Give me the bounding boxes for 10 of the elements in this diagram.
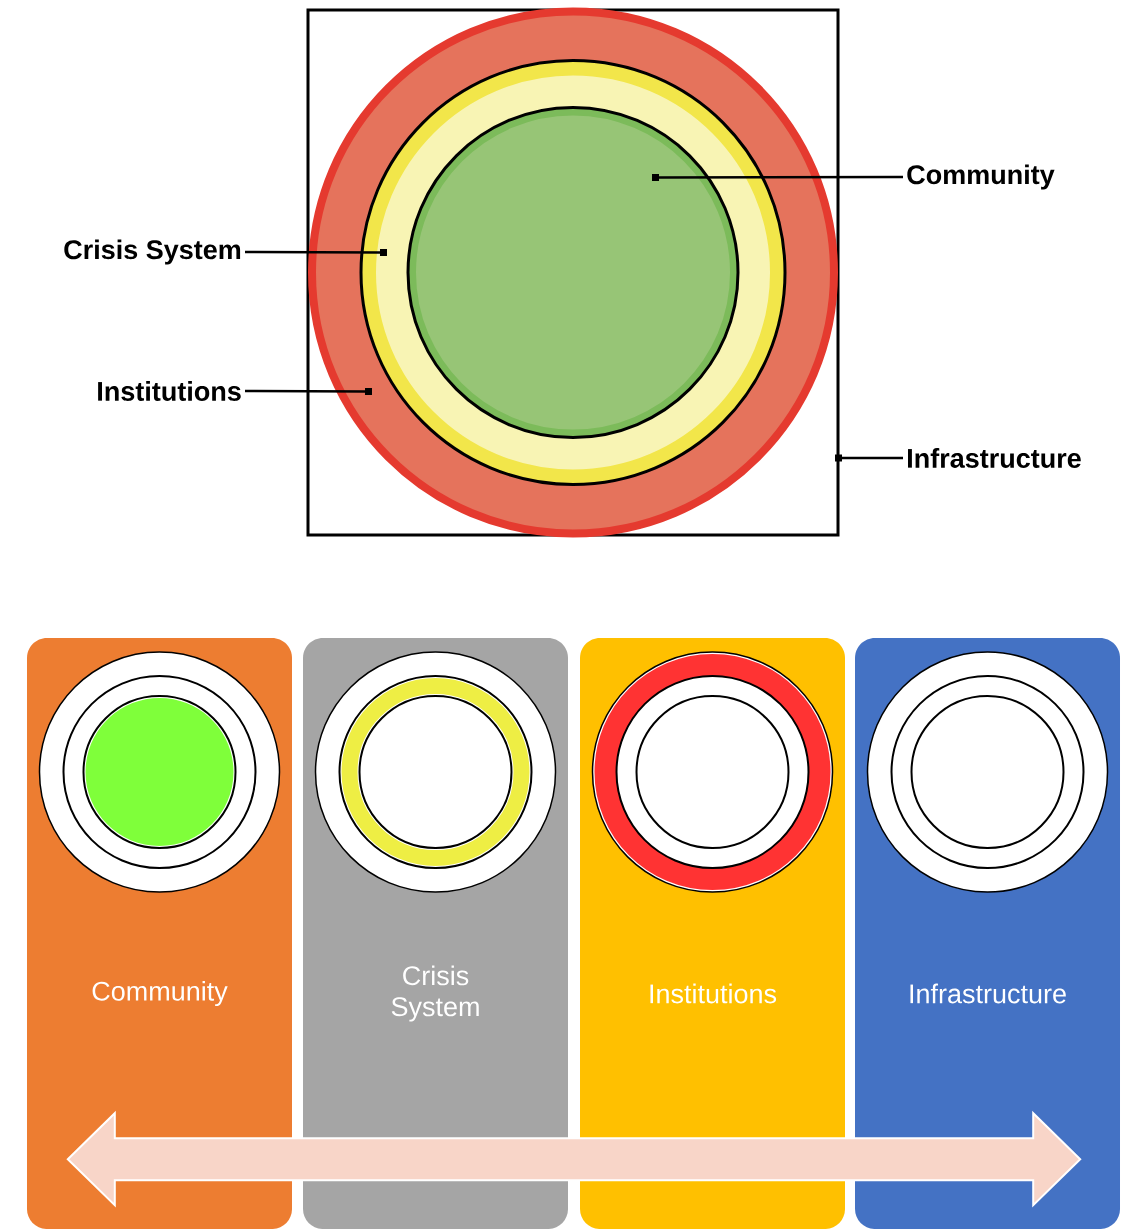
callout-label: Infrastructure (908, 448, 1081, 468)
callout-label: Institutions (98, 381, 241, 401)
callout-label: Crisis System (64, 239, 241, 265)
inner-disc (406, 106, 740, 439)
leader-line (835, 454, 903, 462)
double-arrow (66, 1110, 1082, 1208)
leader-line (245, 249, 387, 256)
leader-line (245, 388, 372, 395)
leader-line (652, 174, 903, 181)
callout-label: Community (907, 164, 1055, 190)
